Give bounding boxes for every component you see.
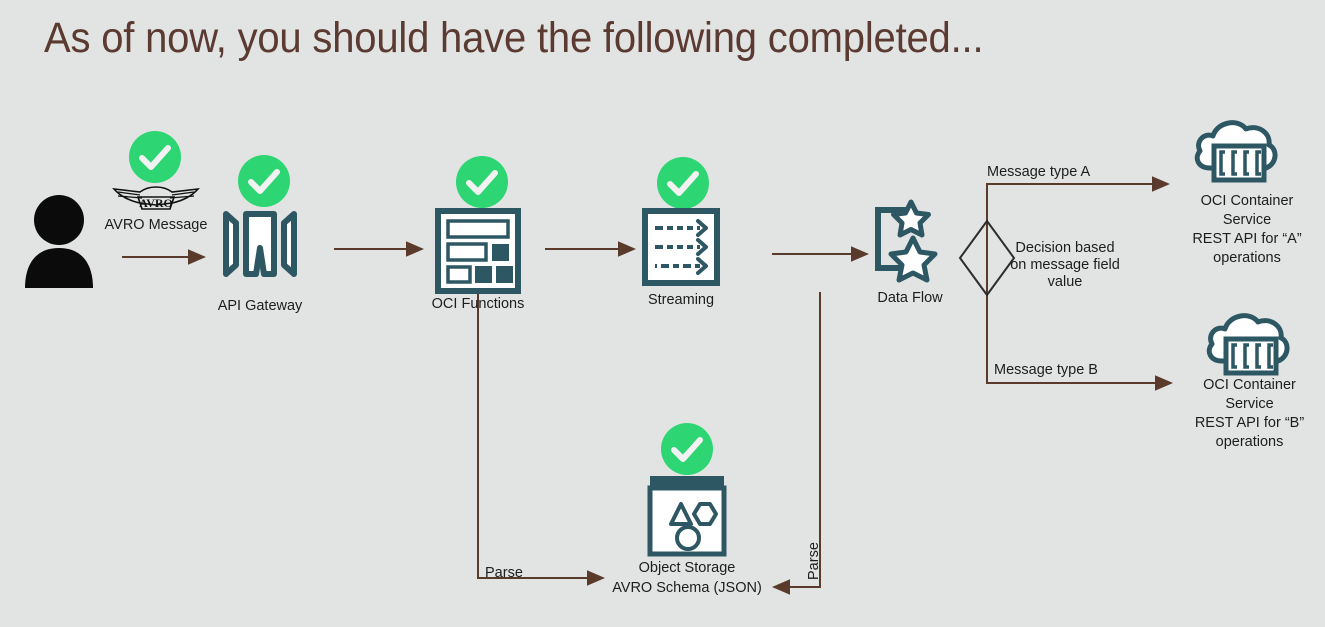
user-actor	[20, 192, 98, 292]
data-flow-label: Data Flow	[877, 290, 943, 306]
streaming-icon	[641, 207, 721, 287]
data-flow-icon	[868, 199, 952, 290]
page-title: As of now, you should have the following…	[44, 14, 984, 62]
completed-check-object-storage	[661, 423, 713, 475]
oci-container-service-label-b: OCI Container Service REST API for “B” o…	[1194, 377, 1305, 450]
edge-dataflow-to-object-storage	[772, 292, 821, 595]
completed-check-oci-functions	[456, 156, 508, 208]
streaming-label: Streaming	[647, 292, 715, 308]
api-gateway-icon	[212, 196, 308, 292]
avro-logo-icon: AVRO	[110, 183, 202, 215]
completed-check-api-gateway	[238, 155, 290, 207]
oci-container-service-icon-a	[1192, 112, 1280, 188]
avro-message-label: AVRO Message	[104, 217, 208, 233]
svg-text:AVRO: AVRO	[139, 196, 173, 210]
oci-container-service-icon-b	[1204, 305, 1292, 381]
edge-label-parse-dataflow: Parse	[806, 542, 822, 580]
api-gateway-label: API Gateway	[217, 298, 303, 314]
oci-functions-icon	[434, 207, 522, 295]
oci-container-service-label-a: OCI Container Service REST API for “A” o…	[1192, 193, 1302, 266]
decision-label: Decision based on message field value	[1010, 240, 1120, 290]
completed-check-streaming	[657, 157, 709, 209]
edge-label-message-type-b: Message type B	[994, 362, 1098, 378]
edge-label-message-type-a: Message type A	[987, 164, 1091, 180]
object-storage-label: Object Storage AVRO Schema (JSON)	[612, 560, 762, 596]
object-storage-icon	[646, 472, 728, 558]
completed-check-avro-message	[129, 131, 181, 183]
edge-label-parse-functions: Parse	[485, 565, 523, 581]
decision-diamond-icon	[958, 219, 1016, 297]
oci-functions-label: OCI Functions	[431, 296, 525, 312]
edge-decision-branch-b	[986, 184, 1173, 391]
edge-functions-to-object-storage	[477, 292, 605, 586]
